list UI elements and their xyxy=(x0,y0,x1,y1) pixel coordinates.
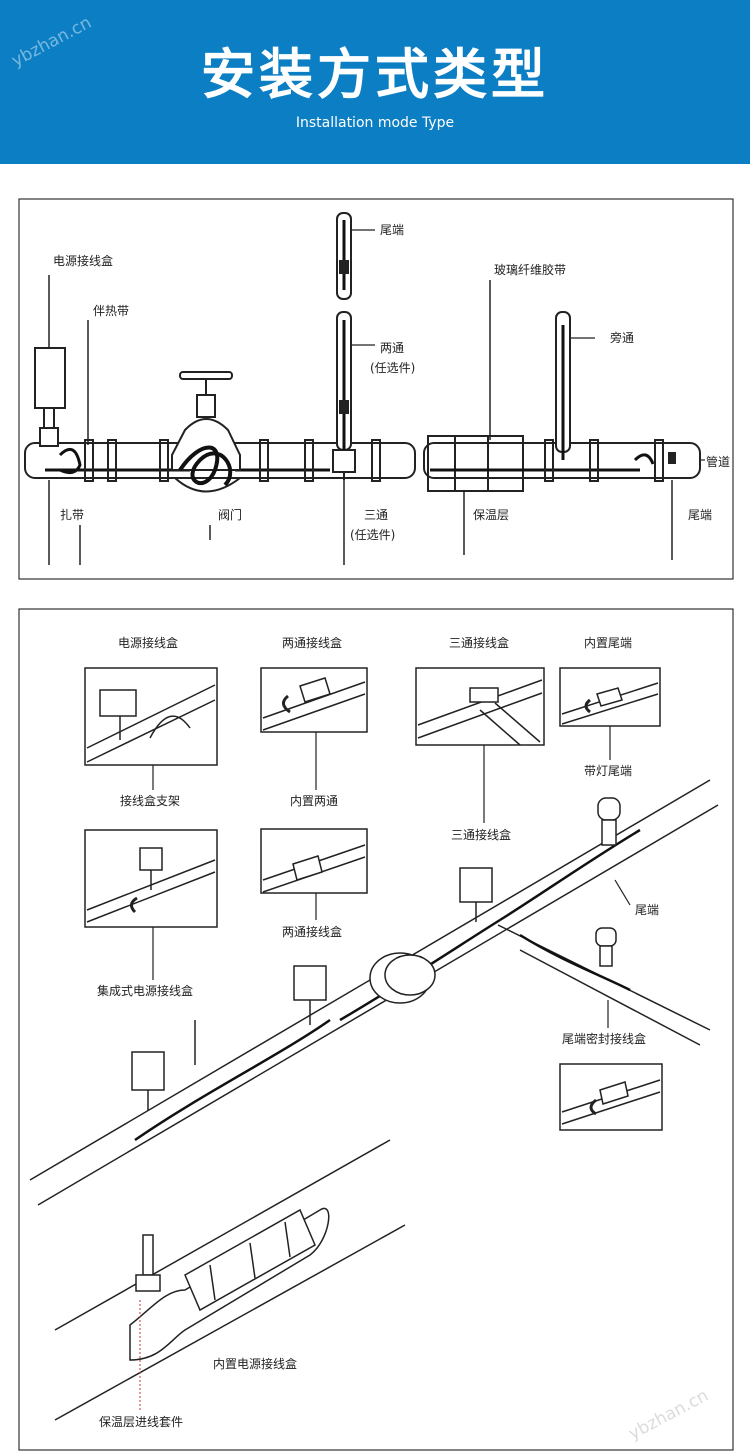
label2-builtin-two-way: 内置两通 xyxy=(290,794,338,808)
label2-integrated-power-box: 集成式电源接线盒 xyxy=(97,983,193,998)
label-heat-tape: 伴热带 xyxy=(93,304,129,318)
label-pipe: 管道 xyxy=(706,454,730,469)
page-title: 安装方式类型 xyxy=(201,43,549,106)
label2-tail-seal-box: 尾端密封接线盒 xyxy=(562,1031,646,1046)
label-insulation: 保温层 xyxy=(473,508,509,522)
inset-power-box xyxy=(84,667,218,766)
valve-heat-tape-wrap xyxy=(178,445,233,487)
label2-lamp-tail: 带灯尾端 xyxy=(584,764,632,778)
tie-bands xyxy=(84,439,381,482)
inset-two-way-box-lower xyxy=(260,828,368,894)
isometric-sleeves xyxy=(369,952,436,1004)
label-two-way: 两通 xyxy=(380,341,404,355)
power-box-icon xyxy=(34,275,66,447)
inset-tee-box xyxy=(415,667,545,746)
inset-builtin-tail xyxy=(559,667,661,727)
label-two-way-optional: (任选件) xyxy=(370,361,415,375)
inset-tail-seal-box xyxy=(559,1063,663,1131)
label2-power-box: 电源接线盒 xyxy=(118,635,178,650)
header-banner: 安装方式类型 Installation mode Type ybzhan.cn xyxy=(0,0,750,164)
label2-box-bracket: 接线盒支架 xyxy=(120,793,180,808)
inset-integrated-power-box xyxy=(84,829,218,928)
iso-tee-box xyxy=(459,867,493,922)
label-power-box: 电源接线盒 xyxy=(53,253,113,268)
label-tee: 三通 xyxy=(364,508,388,522)
label-tail-top: 尾端 xyxy=(380,223,404,237)
tie-bands-right xyxy=(544,439,664,482)
page-subtitle: Installation mode Type xyxy=(295,115,455,131)
isometric-heat-tape xyxy=(134,828,641,1142)
diagram1-frame xyxy=(18,198,734,580)
insulation-sleeve xyxy=(427,435,524,492)
label2-two-way-box-top: 两通接线盒 xyxy=(282,635,342,650)
label-valve: 阀门 xyxy=(218,507,242,522)
label-tie: 扎带 xyxy=(60,508,84,522)
label2-builtin-power-box: 内置电源接线盒 xyxy=(213,1356,297,1371)
iso-power-box xyxy=(131,1020,196,1110)
iso-tail-seal xyxy=(595,927,617,967)
label2-tail: 尾端 xyxy=(635,903,659,917)
label-tail-right: 尾端 xyxy=(688,508,712,522)
label2-insulation-entry-kit: 保温层进线套件 xyxy=(99,1415,183,1429)
label-bypass: 旁通 xyxy=(610,330,634,345)
label2-two-way-box-bottom: 两通接线盒 xyxy=(282,924,342,939)
label2-builtin-tail: 内置尾端 xyxy=(584,636,632,650)
cutaway-entry-kit xyxy=(135,1234,161,1292)
label-glass-tape: 玻璃纤维胶带 xyxy=(494,262,566,277)
label2-tee-box-mid: 三通接线盒 xyxy=(451,827,511,842)
label-tee-optional: (任选件) xyxy=(350,528,395,542)
iso-lamp-tail xyxy=(597,797,621,846)
cutaway-inner-pipe xyxy=(184,1208,316,1312)
label2-tee-box-top: 三通接线盒 xyxy=(449,635,509,650)
inset-two-way-box xyxy=(260,667,368,733)
iso-two-way-box xyxy=(293,965,327,1025)
